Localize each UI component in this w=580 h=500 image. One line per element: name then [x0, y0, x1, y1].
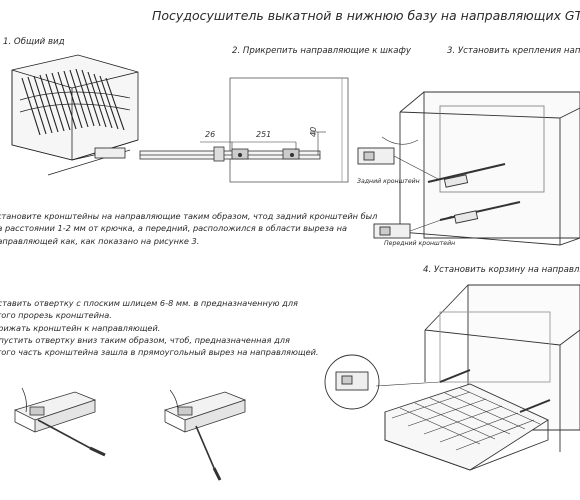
paragraph-2-line: этого часть кронштейна зашла в прямоугол… [0, 347, 319, 358]
paragraph-2-line: Вставить отвертку с плоским шлицем 6-8 м… [0, 298, 298, 308]
paragraph-1-line: на расстоянии 1-2 мм от крючка, а передн… [0, 223, 348, 234]
paragraph-2: Вставить отвертку с плоским шлицем 6-8 м… [0, 297, 319, 358]
screwdriver-detail-right [163, 389, 247, 481]
step-3-label: 3. Установить крепления направ [447, 46, 580, 56]
dimension-26: 26 [205, 130, 216, 139]
screwdriver-detail-left [13, 387, 106, 457]
front-bracket-label: Передний кронштейн [384, 240, 456, 247]
paragraph-1-line: Установите кронштейны на направляющие та… [0, 211, 378, 221]
paragraph-1: Установите кронштейны на направляющие та… [0, 210, 377, 247]
cabinet-bracket-view [357, 91, 580, 246]
paragraph-2-line: Опустить отвертку вниз таким образом, чт… [0, 334, 290, 345]
dimension-40: 40 [309, 126, 318, 137]
dimension-251: 251 [256, 130, 272, 139]
rear-bracket-label: Задний кронштейн [357, 178, 420, 185]
step-2-label: 2. Прикрепить направляющие к шкафу [232, 46, 411, 56]
step-4-label: 4. Установить корзину на направляющ [423, 265, 580, 275]
basket-general-view [11, 54, 139, 176]
paragraph-2-line: этого прорезь кронштейна. [0, 310, 112, 321]
step-1-label: 1. Общий вид [3, 37, 65, 47]
runner-attachment-view [139, 77, 349, 183]
paragraph-2-line: Прижать кронштейн к направляющей. [0, 322, 161, 333]
paragraph-1-line: направляющей как, как показано на рисунк… [0, 235, 200, 246]
basket-installed-view [324, 284, 580, 471]
document-title: Посудосушитель выкатной в нижнюю базу на… [152, 8, 580, 23]
